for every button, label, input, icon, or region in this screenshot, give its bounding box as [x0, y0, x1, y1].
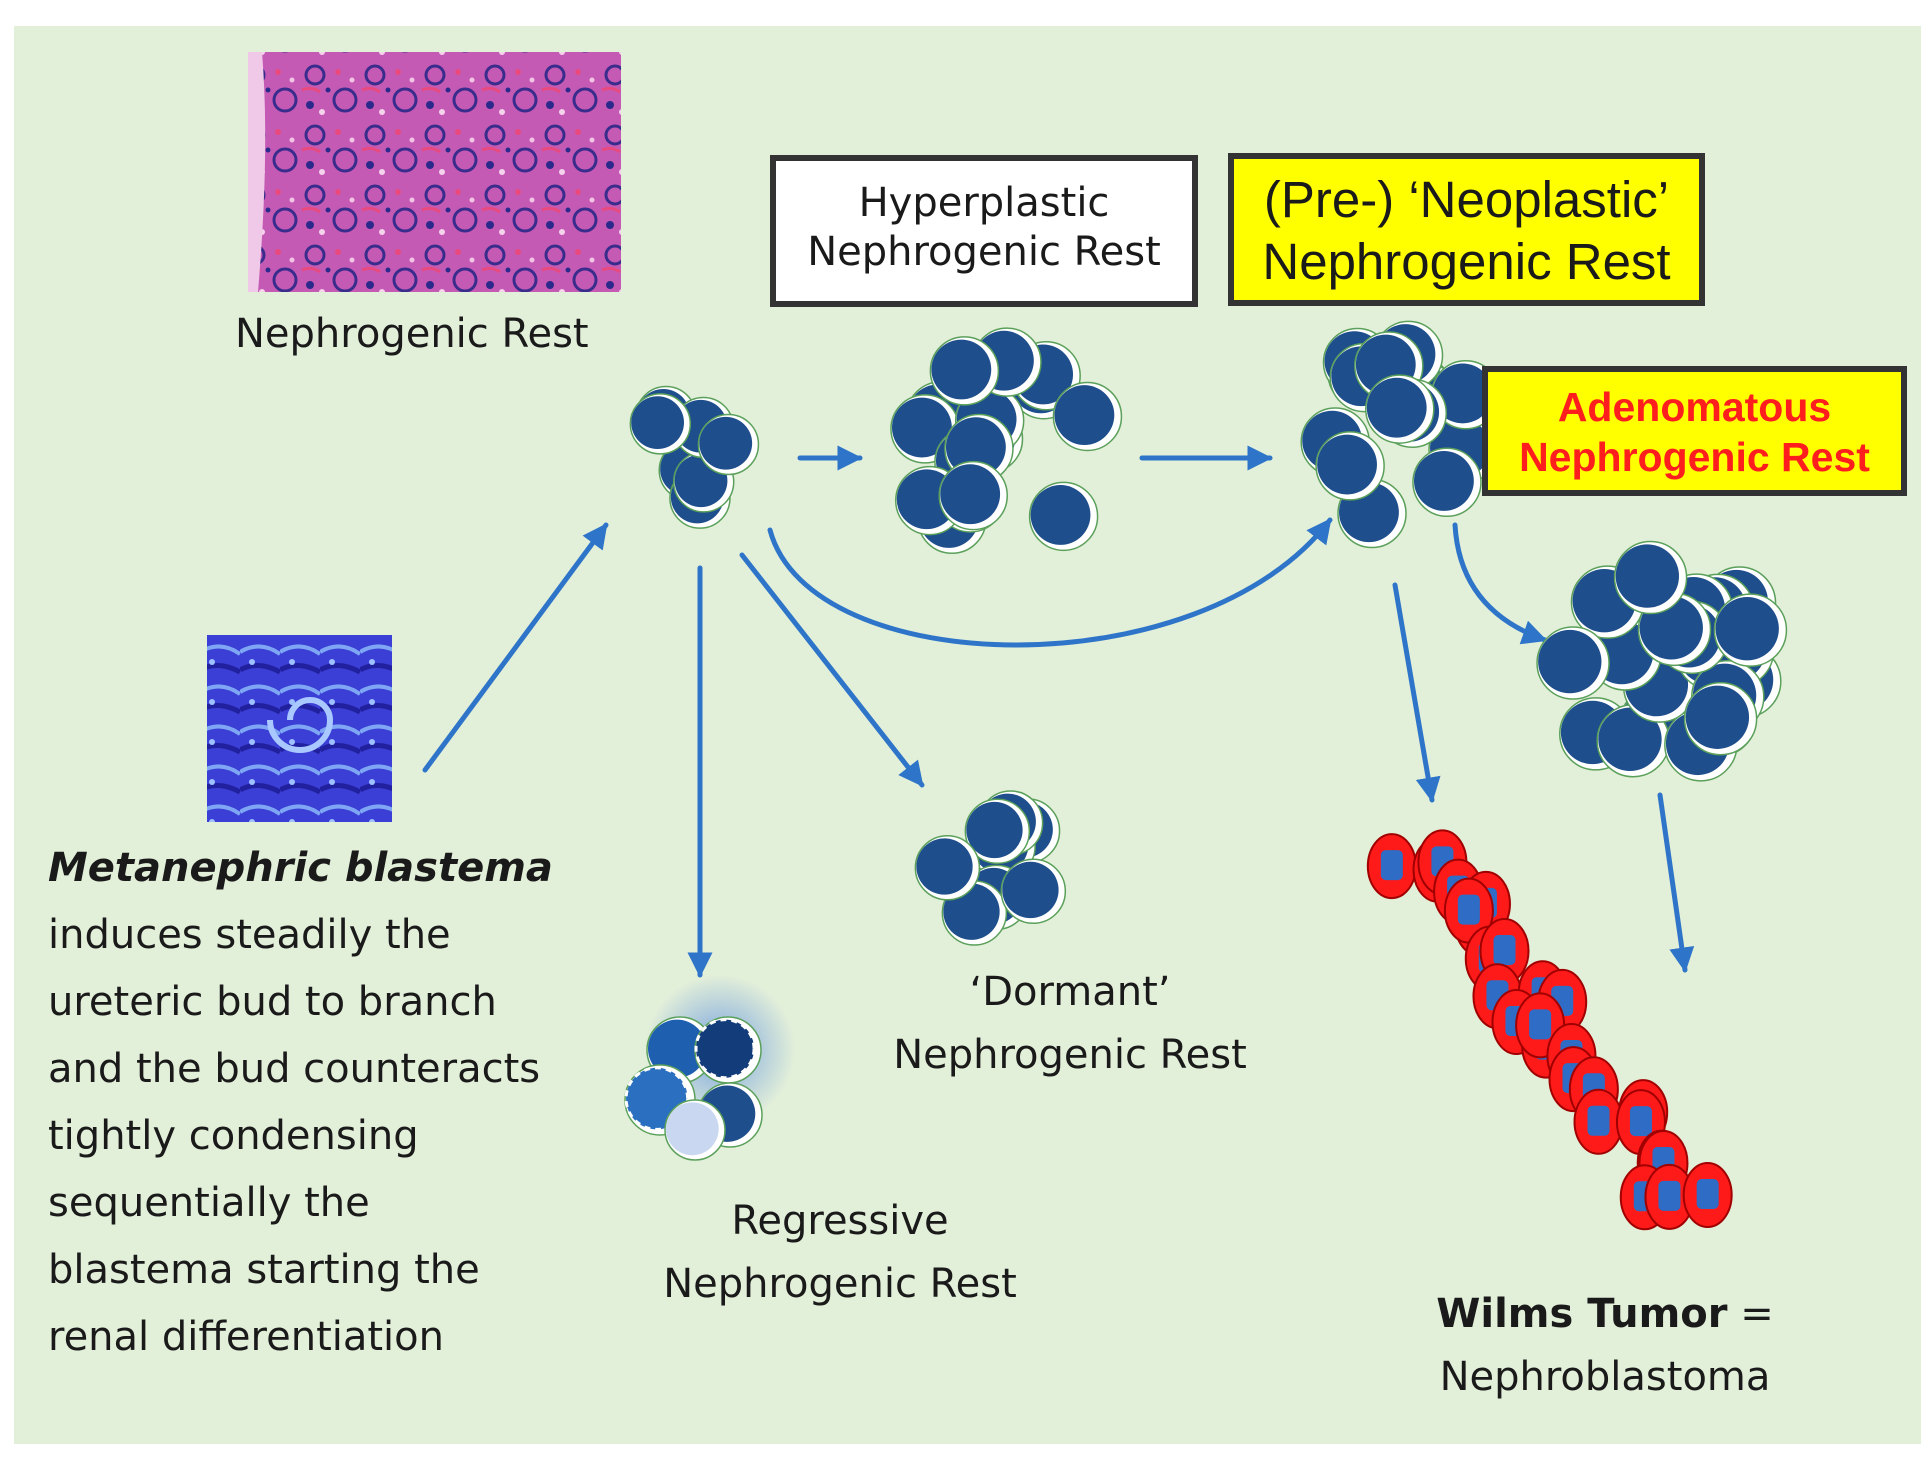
cell [940, 464, 1001, 525]
label-metanephric-line: renal differentiation [48, 1314, 444, 1360]
label-dormant: ‘Dormant’ Nephrogenic Rest [860, 968, 1280, 1080]
cell [665, 1102, 719, 1156]
arrow-adenomatous-to-wilms [1657, 792, 1695, 973]
label-wilms-line2: Nephroblastoma [1439, 1353, 1771, 1400]
cell [966, 801, 1023, 859]
label-metanephric-line: induces steadily the [48, 912, 451, 958]
cell [1317, 434, 1377, 495]
tumor-cell-nucleus [1696, 1179, 1719, 1210]
arrow-rest-to-neoplastic-curve [767, 517, 1333, 648]
cell [1432, 363, 1493, 424]
label-wilms-suffix: = [1727, 1291, 1774, 1337]
cell [916, 838, 973, 895]
cell [1615, 544, 1680, 608]
cell [1598, 707, 1662, 771]
arrow-neoplastic-to-adenomatous [1452, 522, 1548, 645]
box-hyperplastic-line2: Nephrogenic Rest [807, 228, 1161, 275]
label-dormant-line1: ‘Dormant’ [969, 969, 1171, 1015]
cluster-neoplastic [1300, 320, 1507, 549]
cell [694, 1018, 756, 1080]
cell [1413, 451, 1474, 511]
arrow-rest-to-dormant [739, 552, 925, 788]
cell [1054, 385, 1115, 446]
cluster-dormant [914, 790, 1067, 946]
label-wilms-bold: Wilms Tumor [1436, 1291, 1728, 1337]
label-metanephric-line: sequentially the [48, 1180, 370, 1226]
arrows [422, 445, 1695, 978]
cluster-wilms-tumor [1366, 829, 1733, 1231]
cell [1002, 861, 1059, 919]
tumor-cell-nucleus [1457, 894, 1480, 925]
label-metanephric-line: tightly condensing [48, 1113, 419, 1159]
label-wilms-tumor: Wilms Tumor = Nephroblastoma [1400, 1290, 1810, 1402]
label-metanephric-line: and the bud counteracts [48, 1046, 541, 1092]
cell [699, 416, 753, 470]
cell [1030, 485, 1091, 545]
label-nephrogenic-rest-text: Nephrogenic Rest [235, 311, 589, 357]
cell [647, 1019, 707, 1078]
tumor-cell-nucleus [1493, 934, 1516, 965]
cell [1366, 377, 1427, 438]
cluster-adenomatous [1536, 540, 1788, 782]
label-wilms-line1: Wilms Tumor = [1400, 1290, 1810, 1339]
box-neoplastic-line2: Nephrogenic Rest [1262, 233, 1671, 291]
box-hyperplastic: Hyperplastic Nephrogenic Rest [770, 155, 1198, 307]
label-metanephric-blastema: Metanephric blastema induces steadily th… [48, 835, 553, 1371]
tumor-cell-nucleus [1658, 1180, 1681, 1211]
label-regressive-line2: Nephrogenic Rest [663, 1260, 1017, 1307]
label-dormant-line2: Nephrogenic Rest [893, 1031, 1247, 1078]
label-metanephric-title: Metanephric blastema [48, 845, 553, 891]
arrow-blastema-to-rest [422, 522, 609, 773]
cell [945, 417, 1006, 478]
cell [1715, 597, 1779, 661]
box-adenomatous-line2: Nephrogenic Rest [1519, 434, 1870, 481]
label-metanephric-line: blastema starting the [48, 1247, 480, 1293]
box-adenomatous-line1: Adenomatous [1557, 384, 1832, 430]
box-neoplastic: (Pre-) ‘Neoplastic’ Nephrogenic Rest [1228, 153, 1705, 306]
box-adenomatous: Adenomatous Nephrogenic Rest [1482, 366, 1907, 496]
box-neoplastic-line1: (Pre-) ‘Neoplastic’ [1263, 171, 1670, 228]
cluster-hyperplastic [890, 327, 1123, 555]
cell [631, 396, 685, 450]
tumor-cell-nucleus [1529, 1009, 1552, 1040]
label-nephrogenic-rest: Nephrogenic Rest [235, 310, 589, 359]
tumor-cell-nucleus [1629, 1106, 1652, 1137]
tumor-cell-nucleus [1587, 1105, 1610, 1136]
cell [1538, 629, 1602, 694]
cluster-nephrogenic-rest [629, 385, 760, 529]
label-regressive-line1: Regressive [731, 1198, 949, 1244]
cell [1685, 685, 1750, 749]
tumor-cell-nucleus [1380, 850, 1403, 881]
cell [891, 397, 952, 458]
box-hyperplastic-line1: Hyperplastic [858, 180, 1110, 226]
histology-image-top [248, 52, 621, 292]
label-metanephric-line: ureteric bud to branch [48, 979, 497, 1025]
cell [931, 339, 992, 400]
histology-image-blastema [207, 635, 392, 822]
label-regressive: Regressive Nephrogenic Rest [630, 1197, 1050, 1309]
cluster-regressive [624, 975, 795, 1161]
arrow-neoplastic-to-wilms [1392, 582, 1441, 803]
